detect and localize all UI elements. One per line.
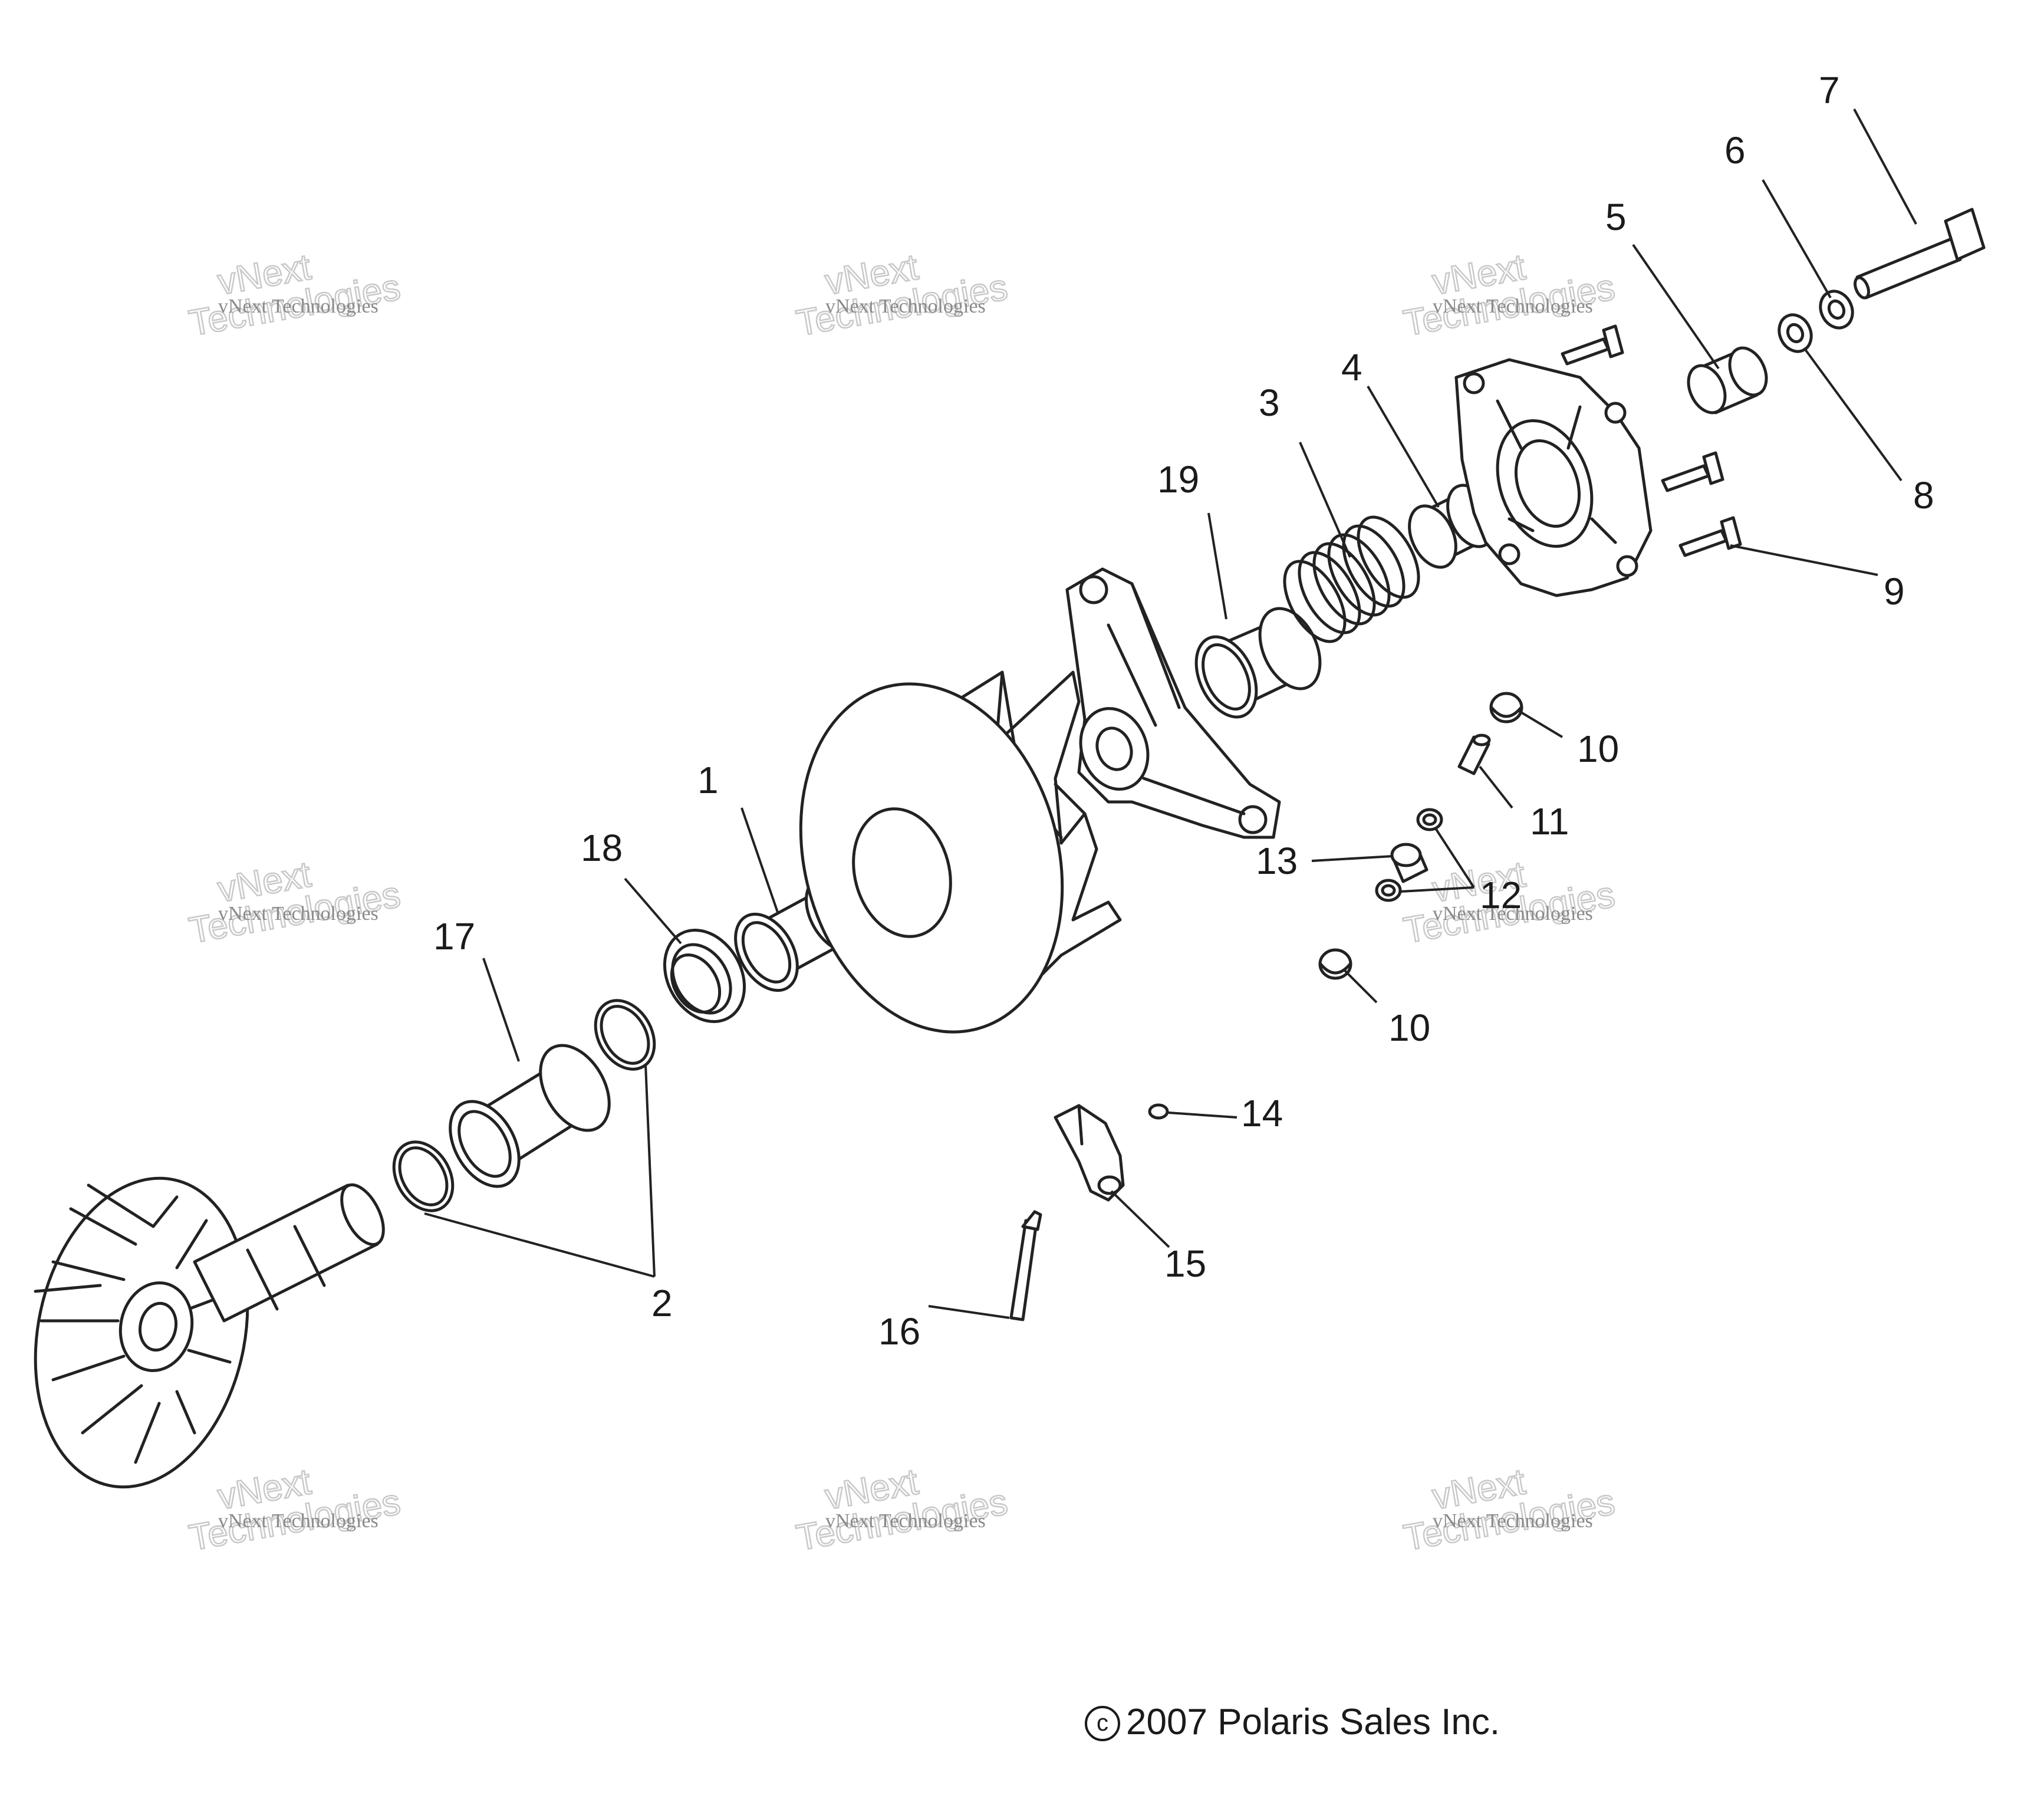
washer-part [1416,808,1443,831]
cover-bolt-part [1661,451,1724,492]
spring-part [1283,515,1420,643]
callouts: 1 2 3 4 5 6 7 8 9 10 10 11 12 13 14 15 1… [433,69,1934,1353]
spider-spacer-part [1194,607,1322,719]
watermark: vNext Technologies vNext Technologies [1400,246,1618,344]
svg-text:vNext Technologies: vNext Technologies [1433,295,1593,317]
cover-bushing-part [1408,484,1496,569]
callout-8: 8 [1913,474,1934,517]
spacer-sleeve-part [449,1044,611,1188]
watermark: vNext Technologies vNext Technologies [792,1461,1011,1559]
spider-part [1065,567,1281,839]
washer-part [1778,313,1813,353]
callout-16: 16 [878,1310,920,1353]
cover-spacer-part [1687,346,1768,415]
callout-13: 13 [1256,840,1298,882]
snap-ring-part [392,1140,455,1212]
callout-11: 11 [1530,800,1569,843]
long-bolt-part [1854,208,1986,300]
callout-6: 6 [1724,129,1746,172]
pin-part [1457,734,1491,775]
callout-19: 19 [1157,458,1199,501]
copyright-symbol: c [1085,1706,1120,1741]
plug-cap-part [1489,692,1523,724]
svg-text:vNext Technologies: vNext Technologies [218,295,378,317]
watermark: vNext Technologies vNext Technologies [185,246,404,344]
roller-part [1390,843,1429,883]
seal-part [663,929,746,1023]
callout-18: 18 [581,827,623,869]
callout-4: 4 [1341,346,1362,389]
svg-text:vNext Technologies: vNext Technologies [1433,903,1593,925]
washer-part [1375,879,1402,902]
callout-7: 7 [1819,69,1840,111]
watermark: vNext Technologies vNext Technologies [185,1461,404,1559]
weight-arm-part [1054,1104,1125,1202]
watermark: vNext Technologies vNext Technologies [185,853,404,952]
snap-ring-part [594,999,656,1071]
cover-bolt-part [1678,516,1742,557]
callout-14: 14 [1241,1092,1283,1134]
callout-10-lower: 10 [1388,1007,1430,1049]
watermark: vNext Technologies vNext Technologies [1400,1461,1618,1559]
callout-17: 17 [433,915,475,958]
svg-text:vNext Technologies: vNext Technologies [218,1510,378,1532]
leader-lines [424,108,1917,1319]
watermark: vNext Technologies vNext Technologies [792,246,1011,344]
fixed-sheave-part [34,1176,385,1489]
callout-10-upper: 10 [1577,728,1619,770]
callout-1: 1 [697,759,719,801]
arm-pin-part [1009,1210,1042,1321]
svg-text:vNext Technologies: vNext Technologies [825,295,986,317]
cover-bolt-part [1561,324,1624,366]
callout-9: 9 [1884,570,1905,613]
callout-12: 12 [1480,874,1522,916]
moveable-sheave-part [799,670,1122,1034]
nut-part [1148,1103,1169,1120]
callout-2: 2 [651,1282,673,1324]
callout-3: 3 [1259,382,1280,424]
plug-cap-part [1318,948,1352,980]
callout-15: 15 [1164,1242,1206,1285]
callout-5: 5 [1605,196,1627,238]
svg-text:vNext Technologies: vNext Technologies [825,1510,986,1532]
svg-text:vNext Technologies: vNext Technologies [1433,1510,1593,1532]
copyright-text: 2007 Polaris Sales Inc. [1126,1702,1500,1742]
cover-part [1454,358,1653,597]
svg-text:vNext Technologies: vNext Technologies [218,903,378,925]
washer-part [1819,290,1854,330]
